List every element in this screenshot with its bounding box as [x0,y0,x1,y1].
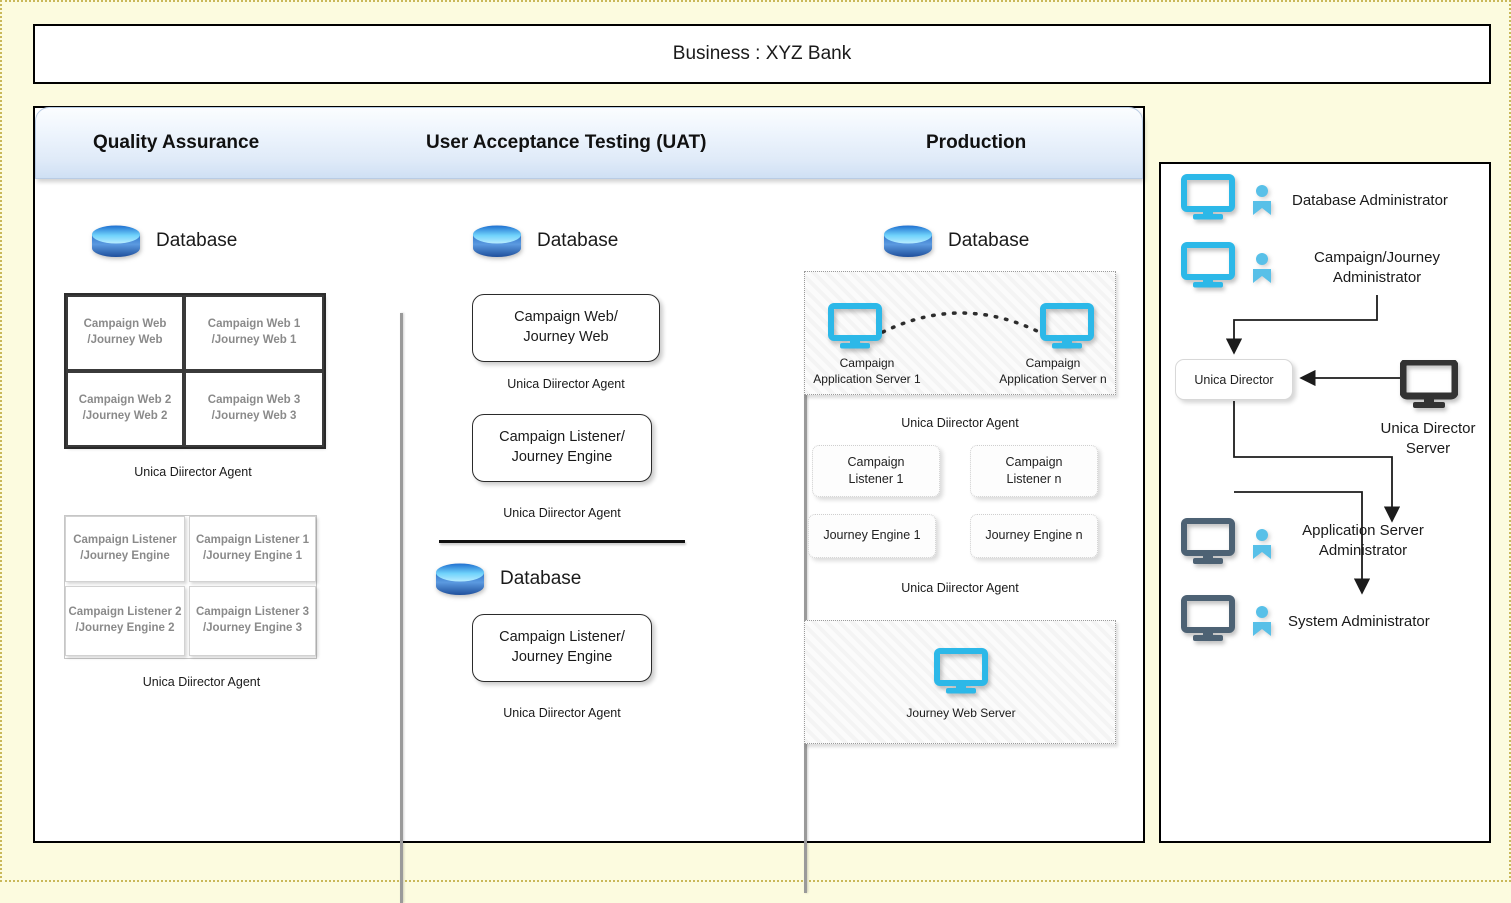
role-label-system-administrator: System Administrator [1288,613,1430,630]
person-icon [1250,252,1276,291]
uat-database-label-2: Database [500,568,582,589]
qa-listener-cell-3-label: Campaign Listener 3/Journey Engine 3 [195,606,310,634]
monitor-icon [933,648,989,701]
monitor-icon [1180,242,1236,297]
prod-journey-engine-n[interactable]: Journey Engine n [970,514,1098,558]
qa-listener-cell-0-label: Campaign Listener/Journey Engine [73,534,177,562]
database-icon [882,224,934,258]
tab-user-acceptance-testing[interactable]: User Acceptance Testing (UAT) [426,132,707,153]
qa-listener-cell-1-label: Campaign Listener 1/Journey Engine 1 [195,534,310,562]
uat-campaign-listener-box[interactable]: Campaign Listener/Journey Engine [472,414,652,482]
prod-journey-web-server-label: Journey Web Server [906,706,1016,720]
business-title-box: Business : XYZ Bank [33,24,1491,84]
qa-listener-agent-label: Unica Diirector Agent [142,675,261,689]
uat-web-agent-label: Unica Diirector Agent [507,377,625,391]
qa-listener-cell-2[interactable]: Campaign Listener 2/Journey Engine 2 [65,586,185,656]
uat-listener-agent-label: Unica Diirector Agent [503,506,621,520]
person-icon [1250,528,1276,567]
uat-database-label-1: Database [537,230,619,251]
prod-journey-engine-1[interactable]: Journey Engine 1 [808,514,936,558]
page-title: Business : XYZ Bank [672,43,852,64]
environments-panel: Quality Assurance User Acceptance Testin… [33,106,1145,903]
monitor-icon [1180,174,1236,229]
database-icon [434,562,486,596]
environment-tab-bar: Quality Assurance User Acceptance Testin… [35,107,1143,179]
qa-web-cell-0[interactable]: Campaign Web/Journey Web [66,295,184,371]
prod-journey-engine-1-label: Journey Engine 1 [823,528,921,543]
qa-web-agent-label: Unica Diirector Agent [134,465,252,479]
tab-quality-assurance[interactable]: Quality Assurance [93,132,260,153]
column-divider-qa-uat [400,313,403,903]
qa-web-cell-3[interactable]: Campaign Web 3/Journey Web 3 [184,371,324,447]
qa-listener-cell-1[interactable]: Campaign Listener 1/Journey Engine 1 [189,516,316,582]
prod-journey-web-server-cluster: Journey Web Server [804,620,1116,744]
qa-web-cell-2-label: Campaign Web 2/Journey Web 2 [78,394,172,422]
uat-database-row-1: Database [471,224,618,258]
prod-database-label: Database [948,230,1030,251]
qa-web-cell-3-label: Campaign Web 3/Journey Web 3 [207,394,301,422]
uat-listener-agent-label-2: Unica Diirector Agent [503,706,621,720]
qa-listener-cell-0[interactable]: Campaign Listener/Journey Engine [65,516,185,582]
monitor-dark-icon [1180,595,1236,652]
qa-web-cell-0-label: Campaign Web/Journey Web [83,318,167,346]
qa-database-row: Database [90,224,237,258]
uat-campaign-web-box[interactable]: Campaign Web/Journey Web [472,294,660,362]
uat-section-divider [439,540,685,543]
uat-campaign-web-label: Campaign Web/Journey Web [514,309,618,345]
prod-app-server-cluster [804,271,1116,395]
qa-web-cell-2[interactable]: Campaign Web 2/Journey Web 2 [66,371,184,447]
role-label-database-administrator: Database Administrator [1292,192,1448,209]
monitor-icon [827,303,883,356]
uat-database-row-2: Database [434,562,581,596]
uat-campaign-listener-label-2: Campaign Listener/Journey Engine [499,629,625,665]
person-icon [1250,184,1276,223]
monitor-icon [1039,303,1095,356]
tab-production[interactable]: Production [926,132,1027,153]
qa-web-cell-1-label: Campaign Web 1/Journey Web 1 [207,318,301,346]
unica-director-box[interactable]: Unica Director [1175,359,1293,400]
database-icon [90,224,142,258]
qa-database-label: Database [156,230,238,251]
prod-database-row: Database [882,224,1029,258]
qa-listener-cell-3[interactable]: Campaign Listener 3/Journey Engine 3 [189,586,316,656]
qa-listener-grid: Campaign Listener/Journey Engine Campaig… [64,515,317,659]
uat-campaign-listener-box-2[interactable]: Campaign Listener/Journey Engine [472,614,652,682]
uat-campaign-listener-label: Campaign Listener/Journey Engine [499,429,625,465]
qa-web-grid: Campaign Web/Journey Web Campaign Web 1/… [64,293,326,449]
column-divider-uat-production [804,325,807,893]
person-icon [1250,605,1276,644]
unica-director-label: Unica Director [1194,372,1274,387]
database-icon [471,224,523,258]
monitor-black-icon [1399,358,1459,417]
prod-journey-engine-n-label: Journey Engine n [985,528,1083,543]
prod-nodes-agent-label: Unica Diirector Agent [901,581,1019,595]
prod-app-agent-label: Unica Diirector Agent [901,416,1019,430]
monitor-dark-icon [1180,518,1236,575]
qa-web-cell-1[interactable]: Campaign Web 1/Journey Web 1 [184,295,324,371]
qa-listener-cell-2-label: Campaign Listener 2/Journey Engine 2 [68,606,182,634]
